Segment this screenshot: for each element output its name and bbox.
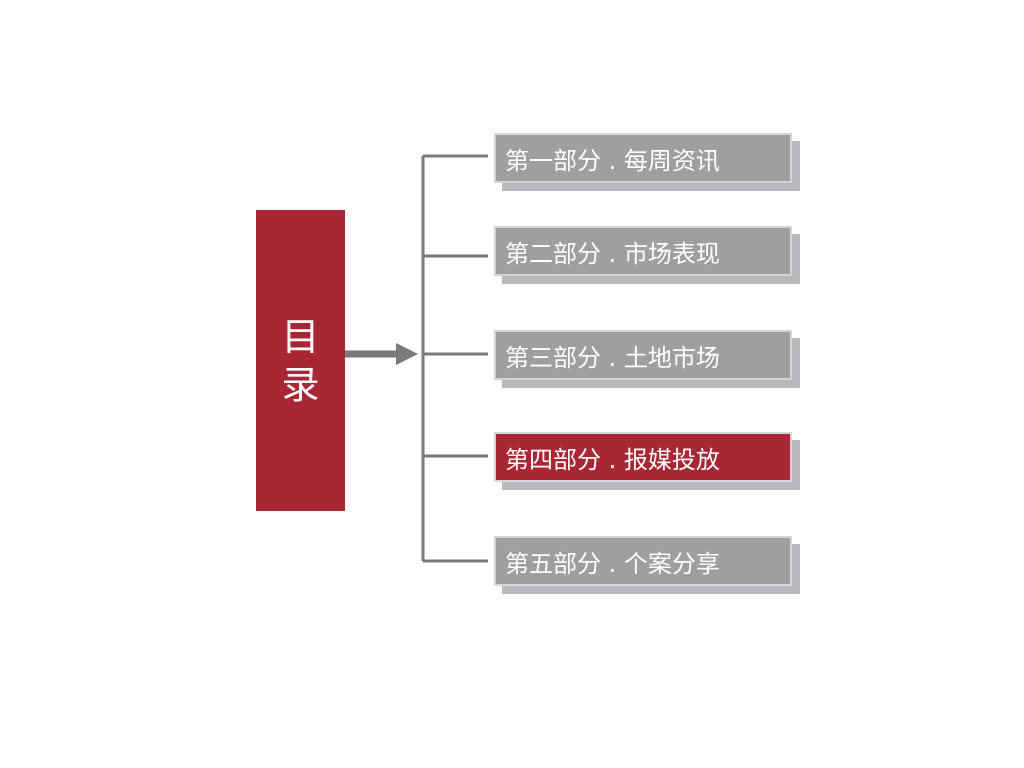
toc-title-block: 目录 [256,210,345,511]
section-label-1: 第一部分 . 每周资讯 [505,146,720,175]
main-arrow-head [396,343,418,365]
item-face: 第一部分 . 每周资讯 [494,133,792,183]
section-label-5: 第五部分 . 个案分享 [505,549,720,578]
section-label-4: 第四部分 . 报媒投放 [505,445,720,474]
section-item-4-active[interactable]: 第四部分 . 报媒投放 [494,432,800,490]
item-face: 第四部分 . 报媒投放 [494,432,792,482]
section-item-1[interactable]: 第一部分 . 每周资讯 [494,133,800,191]
section-item-3[interactable]: 第三部分 . 土地市场 [494,330,800,388]
item-face: 第二部分 . 市场表现 [494,226,792,276]
section-item-5[interactable]: 第五部分 . 个案分享 [494,536,800,594]
toc-title: 目录 [281,314,320,407]
section-item-2[interactable]: 第二部分 . 市场表现 [494,226,800,284]
item-face: 第三部分 . 土地市场 [494,330,792,380]
section-label-3: 第三部分 . 土地市场 [505,343,720,372]
section-label-2: 第二部分 . 市场表现 [505,239,720,268]
item-face: 第五部分 . 个案分享 [494,536,792,586]
